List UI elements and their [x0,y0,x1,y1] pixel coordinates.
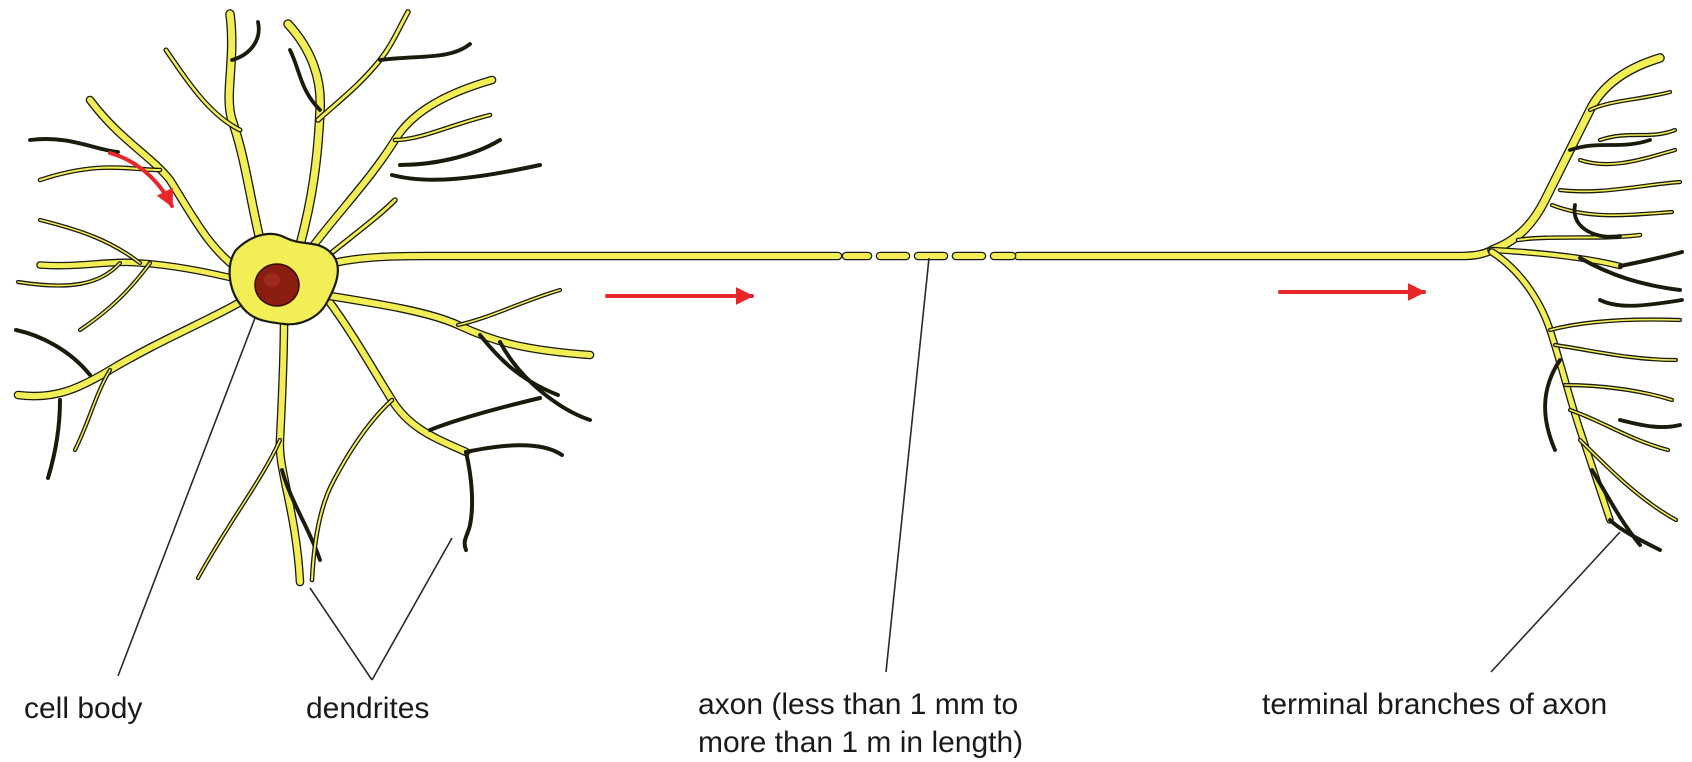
cell-body-leader-line [118,318,255,676]
dendrite-branch-22-outline [16,330,90,375]
terminal-branch-15-outline [1565,385,1672,400]
terminal-branch-6-outline [1570,140,1650,150]
dendrite-branch-31-outline [430,398,540,430]
dendrite-branch-11-outline [392,165,540,180]
nucleus-highlight [264,273,280,287]
terminal-branches-label: terminal branches of axon [1262,686,1607,724]
dendrite-branch-6-outline [380,44,470,60]
dendrite-branch-5 [318,12,408,120]
dendrite-branch-28 [312,400,392,580]
red-arrow-icon [110,153,172,206]
dendrite-branch-24 [280,322,300,582]
dendrites-leader-line-right [372,538,452,680]
terminal-branch-22-outline [1600,300,1682,306]
terminal-branches-leader-line [1491,532,1620,672]
dendrite-branch-23-outline [48,400,60,478]
dendrite-branch-20-outline [18,300,244,396]
axon [330,250,1492,264]
cell-body-label: cell body [24,690,142,728]
dendrite-branch-28-outline [312,400,392,580]
dendrite-branch-1 [229,14,262,248]
axon-label-line-2: more than 1 m in length) [698,724,1023,762]
dendrite-branch-5-outline [318,12,408,120]
terminal-branch-20-outline [1545,360,1560,450]
dendrite-branch-17-outline [40,220,140,263]
axon-leader-line [886,258,929,672]
axon-label-line-1: axon (less than 1 mm to [698,686,1023,724]
dendrite-branch-29-outline [465,452,472,550]
dendrite-branch-30-outline [466,445,562,455]
dendrite-branch-10-outline [400,140,500,165]
dendrites-leader-line-left [310,588,372,680]
dendrite-branch-17 [40,220,140,263]
terminal-branch-23-outline [1574,205,1620,237]
dendrites-label: dendrites [306,690,429,728]
terminal-branch-10-outline [1620,252,1682,266]
terminal-branches [1492,58,1682,550]
dendrite-branch-19 [80,263,150,330]
terminal-branch-21-outline [1620,420,1680,427]
axon-shaft-distal [1018,250,1492,256]
axon-label: axon (less than 1 mm to more than 1 m in… [698,686,1023,762]
cell-body [230,234,338,324]
dendrite-branch-19-outline [80,263,150,330]
dendrite-branch-15-outline [30,139,118,152]
